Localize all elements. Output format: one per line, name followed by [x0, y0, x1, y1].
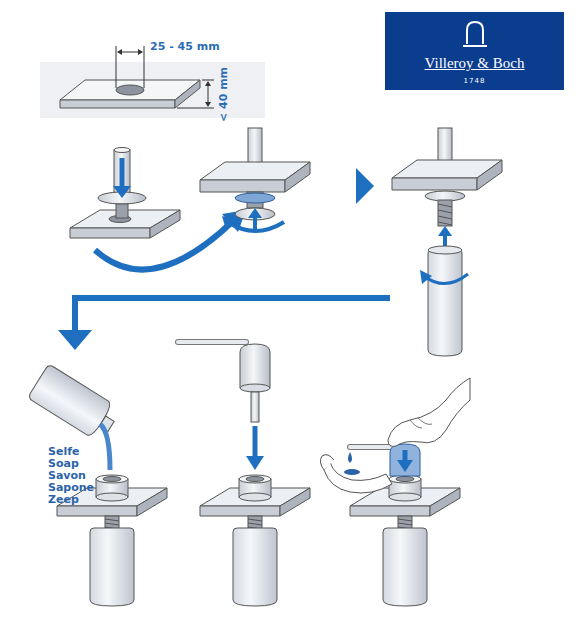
dimension-label: 25 - 45 mm	[150, 40, 220, 53]
logo-mark	[455, 18, 495, 50]
soap-label: Zeep	[48, 494, 79, 506]
soap-label: Sapone	[48, 482, 94, 494]
soap-label: Selfe	[48, 446, 79, 458]
dimension-label: < 40 mm	[217, 66, 230, 121]
brand-logo: Villeroy & Boch 1748	[385, 12, 564, 90]
brand-year: 1748	[385, 77, 564, 86]
soap-label: Soap	[48, 458, 79, 470]
brand-name: Villeroy & Boch	[385, 55, 564, 72]
soap-label: Savon	[48, 470, 86, 482]
